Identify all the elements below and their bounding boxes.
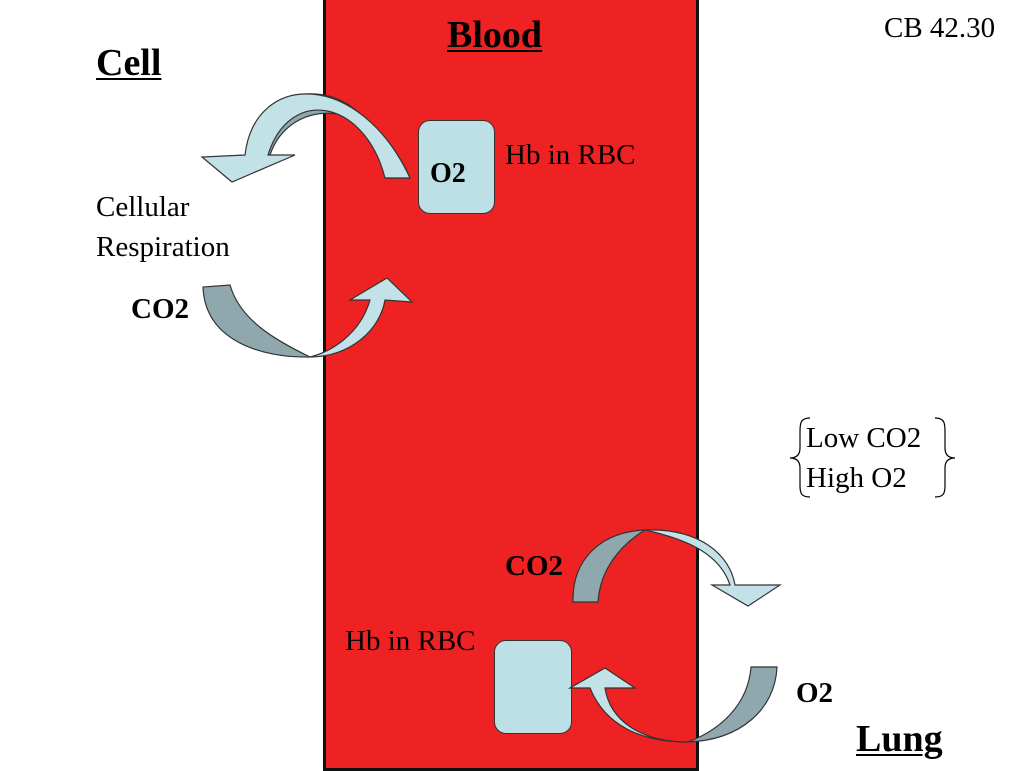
blood-title: Blood	[447, 14, 543, 56]
lung-title: Lung	[856, 718, 943, 760]
o2-uptake-arrow-icon	[567, 666, 778, 743]
lung-o2-label: O2	[796, 677, 834, 709]
o2-release-arrow-icon	[200, 93, 411, 183]
condition-brace-icon	[789, 417, 956, 498]
rbc-top-caption: Hb in RBC	[505, 139, 636, 171]
rbc-top-o2-label: O2	[430, 158, 466, 189]
condition-high-o2: High O2	[806, 462, 907, 494]
rbc-bottom	[494, 640, 572, 734]
cell-title: Cell	[96, 42, 162, 84]
rbc-bottom-caption: Hb in RBC	[345, 625, 476, 657]
blood-co2-label: CO2	[505, 550, 563, 582]
figure-reference: CB 42.30	[884, 12, 996, 44]
cell-co2-label: CO2	[131, 293, 189, 325]
co2-uptake-arrow-icon	[202, 277, 414, 358]
cellular-respiration-line1: Cellular	[96, 191, 190, 223]
rbc-top	[418, 120, 495, 214]
cellular-respiration-line2: Respiration	[96, 231, 230, 263]
condition-low-co2: Low CO2	[806, 422, 922, 454]
co2-release-arrow-icon	[572, 529, 783, 607]
